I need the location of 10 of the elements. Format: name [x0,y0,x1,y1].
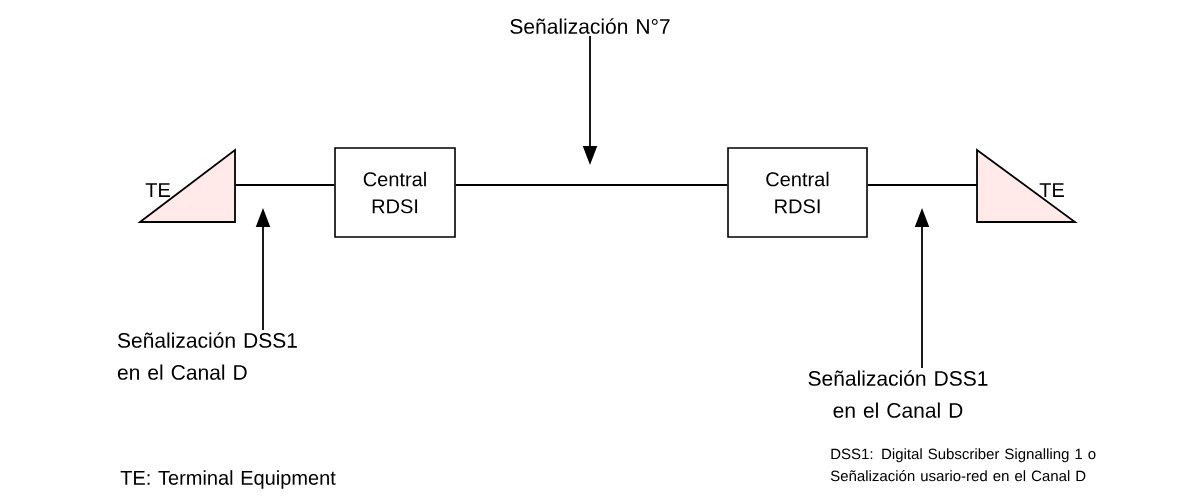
exchange-box: Central RDSI [727,147,868,238]
exchange-box: Central RDSI [334,147,456,238]
signalling-label: Señalización N°7 [510,18,670,34]
signalling-label: Señalización DSS1 en el Canal D [117,332,297,380]
legend-note: TE: Terminal Equipment [120,470,336,489]
signalling-label: Señalización DSS1 en el Canal D [808,370,988,418]
connection-line [454,184,729,186]
connection-line [234,184,336,186]
legend-note: DSS1: Digital Subscriber Signalling 1 o Señalización usario-red en el Canal D [830,448,1096,482]
connection-line [866,184,978,186]
